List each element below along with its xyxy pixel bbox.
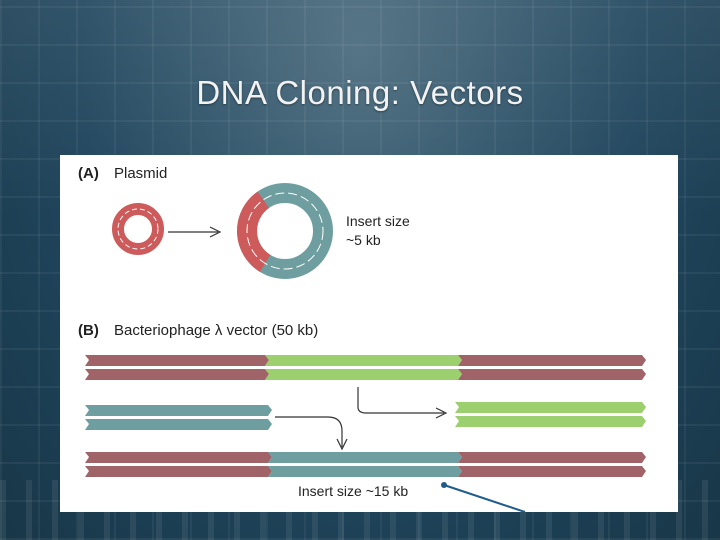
- panel-a-label: Plasmid: [114, 165, 167, 182]
- insert-fragment: [85, 405, 272, 430]
- panel-b-letter: (B): [78, 322, 99, 339]
- recombinant-lambda-row: [85, 452, 646, 477]
- cloning-vectors-figure: (A) Plasmid Insert size ~5 kb (B) Bacter…: [60, 155, 678, 512]
- plasmid-insert-size-value: ~5 kb: [346, 232, 381, 248]
- plasmid-insert-size-label: Insert size: [346, 213, 410, 229]
- panel-b-label: Bacteriophage λ vector (50 kb): [114, 322, 318, 339]
- figure-canvas: (A) Plasmid Insert size ~5 kb (B) Bacter…: [60, 155, 678, 512]
- panel-a-arrow: [168, 227, 220, 237]
- recombinant-plasmid: [247, 193, 323, 269]
- pointer-line: [441, 482, 525, 512]
- lambda-vector-row: [85, 355, 646, 380]
- slide-title: DNA Cloning: Vectors: [0, 74, 720, 112]
- exchange-arrows: [275, 387, 446, 449]
- panel-a-letter: (A): [78, 165, 99, 182]
- small-plasmid: [118, 209, 158, 249]
- replaced-segment: [455, 402, 646, 427]
- lambda-insert-size-label: Insert size ~15 kb: [298, 483, 408, 499]
